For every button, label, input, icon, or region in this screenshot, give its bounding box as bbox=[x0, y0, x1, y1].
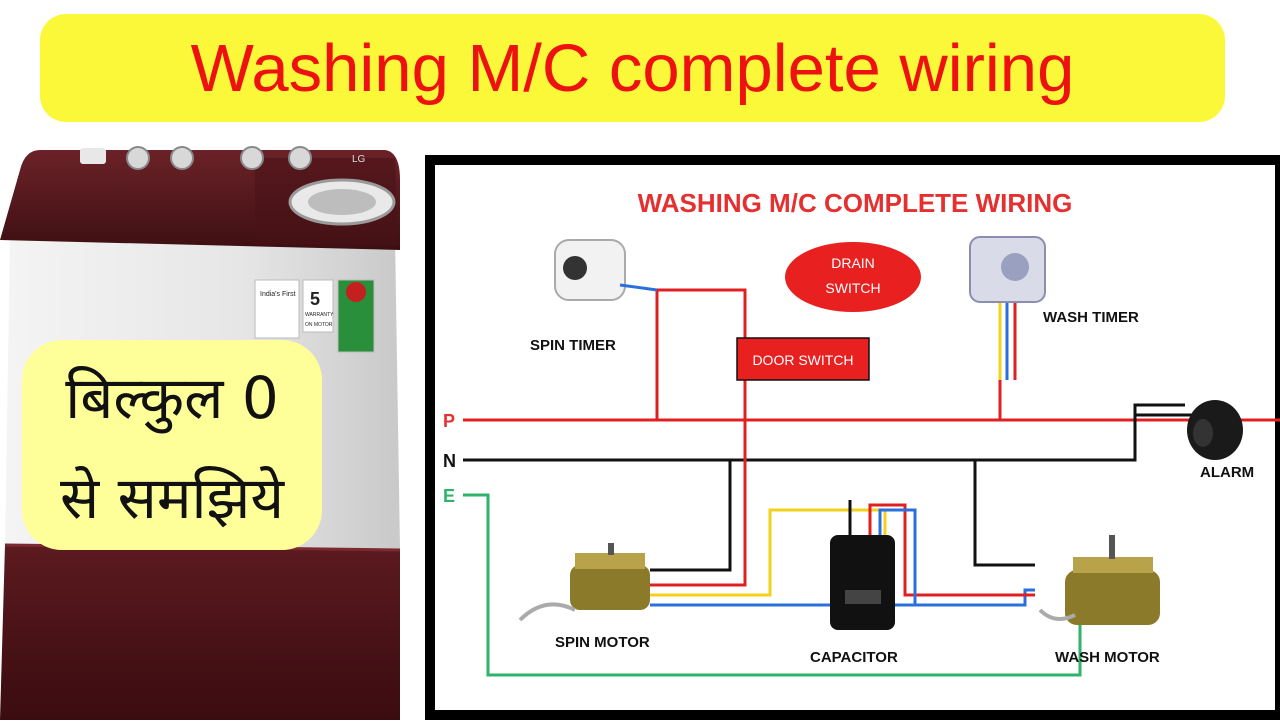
wash-timer-icon bbox=[969, 236, 1046, 303]
headline-banner bbox=[40, 14, 1225, 122]
spin-timer-label: SPIN TIMER bbox=[530, 337, 616, 354]
hindi-caption-panel bbox=[22, 340, 322, 550]
svg-text:ON MOTOR: ON MOTOR bbox=[305, 322, 333, 328]
svg-text:SWITCH: SWITCH bbox=[825, 280, 880, 296]
spin-motor-label: SPIN MOTOR bbox=[555, 634, 650, 651]
headline-title: Washing M/C complete wiring bbox=[190, 30, 1075, 106]
hindi-caption-line-2: से समझिये bbox=[59, 464, 285, 532]
svg-text:WARRANTY: WARRANTY bbox=[305, 312, 334, 318]
svg-text:India's First: India's First bbox=[260, 291, 296, 298]
brand-logo: LG bbox=[352, 154, 366, 165]
capacitor-label: CAPACITOR bbox=[810, 649, 898, 666]
diagram-title: WASHING M/C COMPLETE WIRING bbox=[638, 188, 1073, 218]
alarm-icon bbox=[1187, 400, 1243, 460]
phase-label: P bbox=[443, 411, 455, 431]
hindi-caption-line-1: बिल्कुल 0 bbox=[65, 364, 279, 432]
spin-motor-icon bbox=[518, 543, 650, 622]
capacitor-icon bbox=[830, 535, 895, 630]
svg-text:DRAIN: DRAIN bbox=[831, 255, 875, 271]
spin-timer-icon bbox=[554, 239, 658, 301]
wash-timer-label: WASH TIMER bbox=[1043, 309, 1139, 326]
wiring-diagram: WASHING M/C COMPLETE WIRING bbox=[425, 155, 1280, 720]
neutral-label: N bbox=[443, 451, 456, 471]
alarm-label: ALARM bbox=[1200, 464, 1254, 481]
door-switch-box bbox=[736, 337, 870, 381]
svg-text:5: 5 bbox=[310, 289, 320, 309]
earth-label: E bbox=[443, 486, 455, 506]
wash-motor-label: WASH MOTOR bbox=[1055, 649, 1160, 666]
wash-motor-icon bbox=[1038, 535, 1160, 625]
drain-switch-icon bbox=[785, 242, 921, 312]
door-switch-label: DOOR SWITCH bbox=[752, 352, 853, 368]
